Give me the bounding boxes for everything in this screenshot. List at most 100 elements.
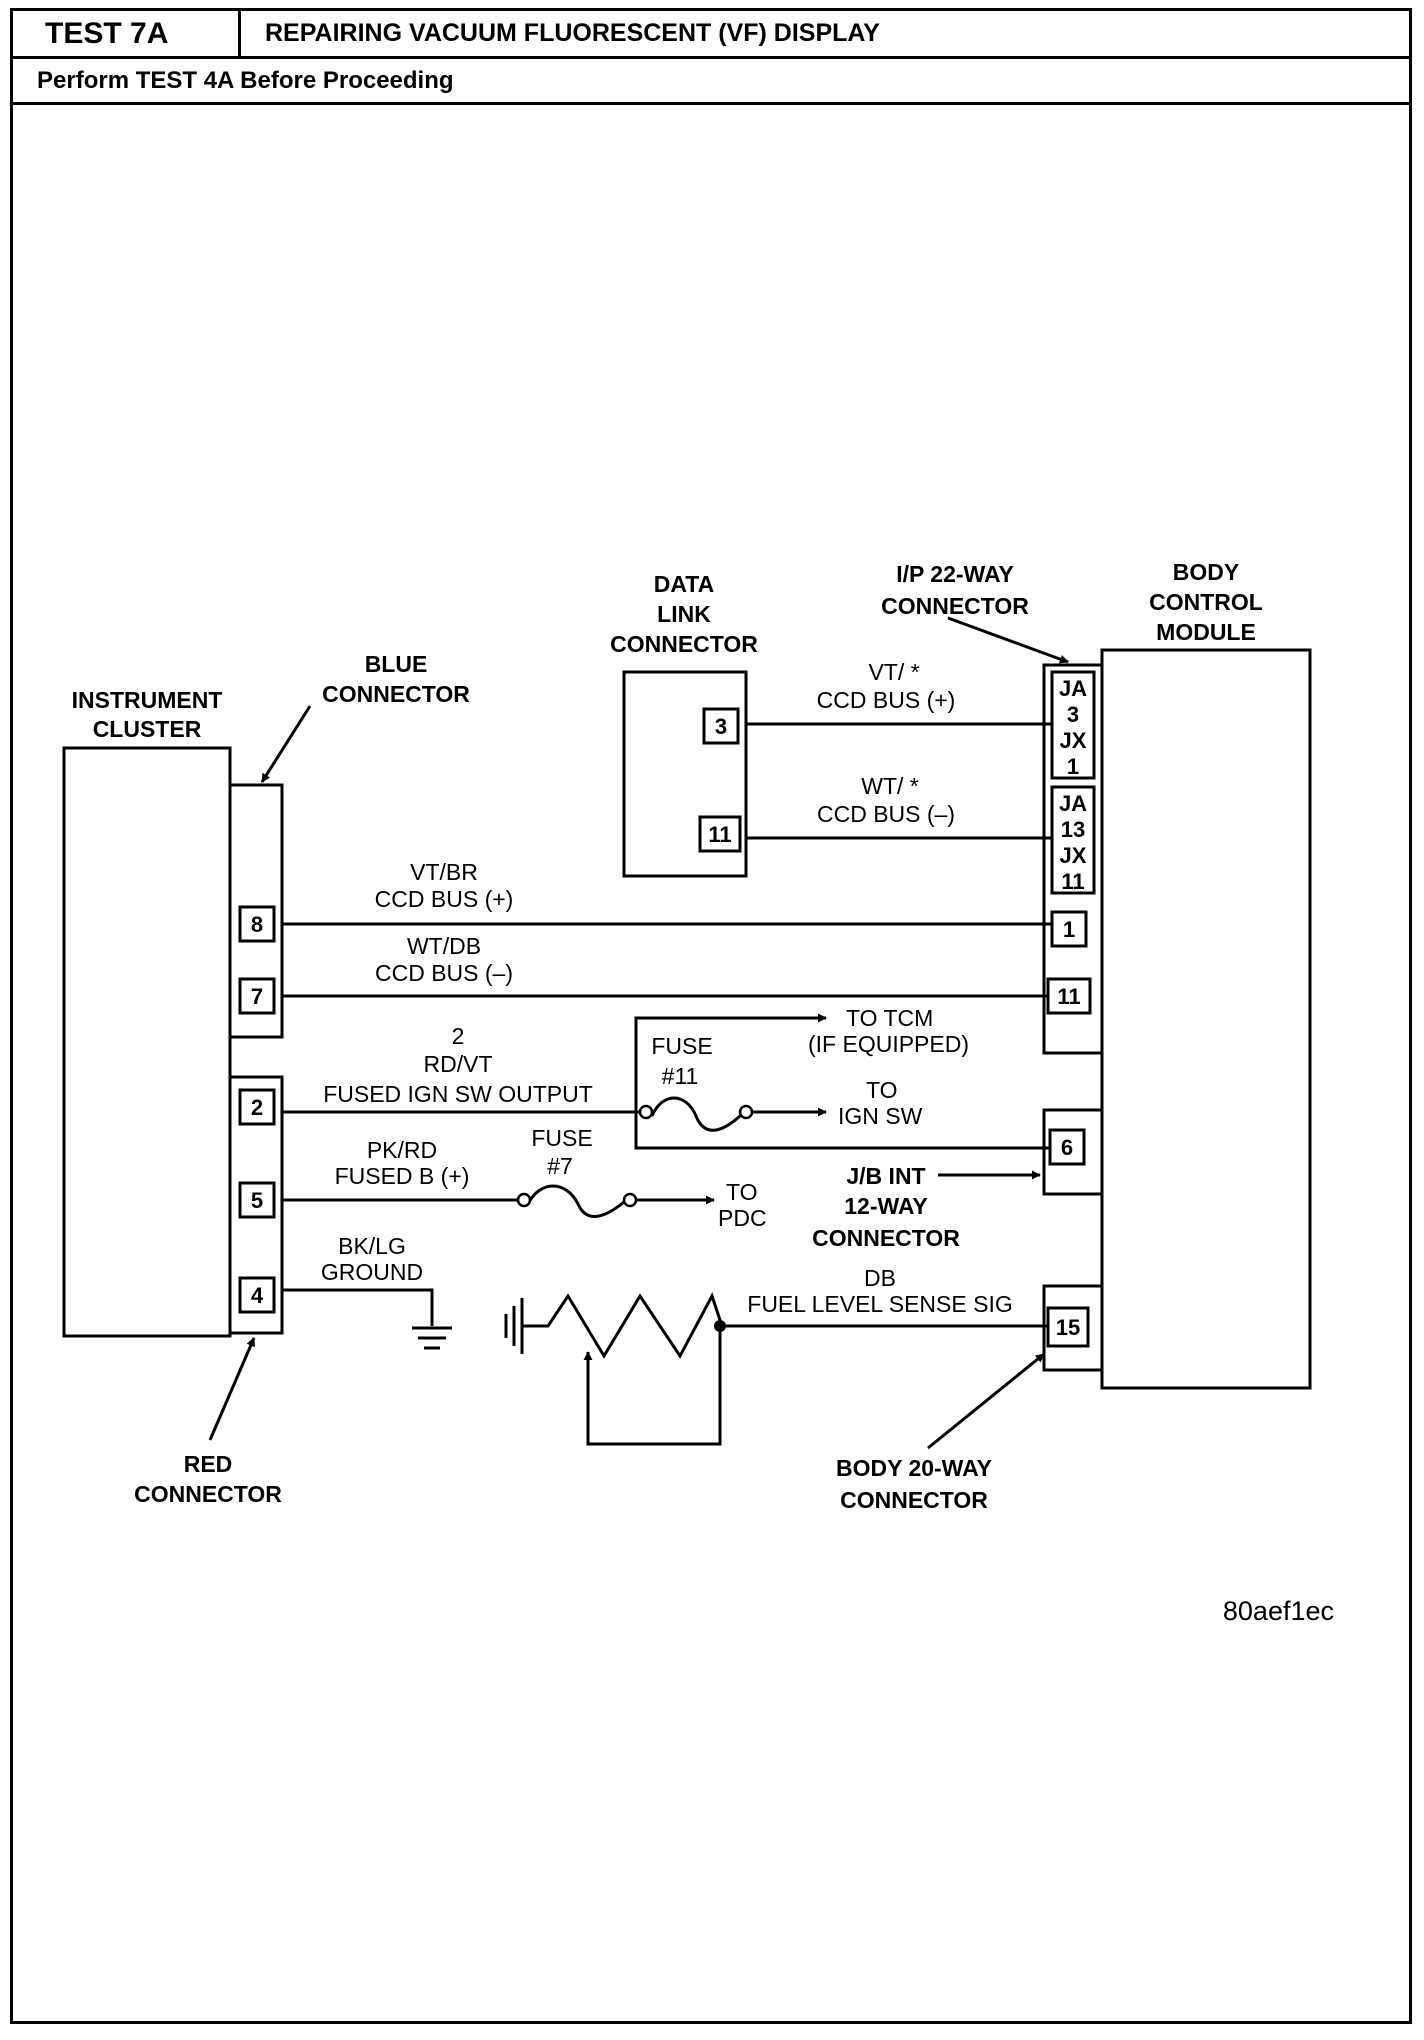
- red-connector-label-1: RED: [184, 1451, 233, 1477]
- ign-color: RD/VT: [424, 1051, 493, 1077]
- ip-lower-pin-line-3: JX: [1060, 843, 1087, 868]
- cluster-pin-4-box: [238, 1276, 276, 1314]
- cluster-pin-8-box: [238, 905, 276, 943]
- cluster-pin-2: 2: [251, 1095, 263, 1120]
- fuse-11-label-1: FUSE: [651, 1033, 712, 1059]
- dlc-pin-3: 3: [715, 714, 727, 739]
- ip-upper-pin-line-1: JA: [1059, 676, 1087, 701]
- fused-b-name: FUSED B (+): [335, 1163, 470, 1189]
- dlc-label-3: CONNECTOR: [610, 631, 758, 657]
- blue-connector-body: [228, 783, 284, 1039]
- ccd-plus-name: CCD BUS (+): [375, 886, 514, 912]
- body-control-module-box: [1100, 648, 1312, 1390]
- ccd-minus-color: WT/DB: [407, 933, 481, 959]
- jb-label-2: 12-WAY: [844, 1193, 928, 1219]
- body-20way-connector-body: [1042, 1284, 1104, 1372]
- bcm-pin-1-box: [1050, 910, 1088, 948]
- jb-connector-body: [1042, 1108, 1104, 1196]
- ip-connector-label-2: CONNECTOR: [881, 593, 1029, 619]
- cluster-pin-7: 7: [251, 984, 263, 1009]
- to-ign-label-1: TO: [866, 1077, 898, 1103]
- dlc-minus-color: WT/ *: [861, 773, 919, 799]
- fuse-7-terminal-right: [622, 1192, 638, 1208]
- bcm-pin-11: 11: [1057, 984, 1080, 1009]
- bcm-label-2: CONTROL: [1149, 589, 1263, 615]
- ip-upper-pin-line-2: 3: [1067, 702, 1079, 727]
- jb-label-1: J/B INT: [846, 1163, 925, 1189]
- test-subtitle: Perform TEST 4A Before Proceeding: [37, 67, 454, 94]
- fuse-11-label-2: #11: [662, 1063, 699, 1089]
- to-ign-label-2: IGN SW: [838, 1103, 923, 1129]
- body-20way-label-2: CONNECTOR: [840, 1487, 988, 1513]
- fuse-7-symbol: [526, 1184, 625, 1218]
- fuel-sensor-resistor: [522, 1292, 724, 1359]
- fuse-11-terminal-right: [738, 1104, 754, 1120]
- to-tcm-label-2: (IF EQUIPPED): [808, 1031, 969, 1057]
- body-20way-label-1: BODY 20-WAY: [836, 1455, 992, 1481]
- ip-upper-pin-line-4: 1: [1067, 754, 1079, 779]
- ccd-minus-name: CCD BUS (–): [375, 960, 513, 986]
- ign-name: FUSED IGN SW OUTPUT: [323, 1081, 593, 1107]
- ip-connector-label-1: I/P 22-WAY: [896, 561, 1014, 587]
- to-tcm-label-1: TO TCM: [846, 1005, 933, 1031]
- image-code: 80aef1ec: [1223, 1596, 1334, 1626]
- ip-connector-callout: [947, 616, 1069, 664]
- bcm-label-3: MODULE: [1156, 619, 1256, 645]
- dlc-plus-color: VT/ *: [868, 659, 919, 685]
- cluster-pin-4: 4: [251, 1283, 264, 1308]
- test-id: TEST 7A: [13, 11, 241, 56]
- fuse-7-terminal-left: [516, 1192, 532, 1208]
- ip-lower-pin-line-4: 11: [1061, 869, 1084, 894]
- ip-lower-pin-line-1: JA: [1059, 791, 1087, 816]
- fuse-7-label-1: FUSE: [531, 1125, 592, 1151]
- dlc-label-1: DATA: [654, 571, 714, 597]
- bcm-pin-6: 6: [1061, 1135, 1073, 1160]
- dlc-pin-11: 11: [708, 822, 731, 847]
- ground-name: GROUND: [321, 1259, 423, 1285]
- page-frame: TEST 7A REPAIRING VACUUM FLUORESCENT (VF…: [10, 8, 1412, 2024]
- cluster-pin-5: 5: [251, 1188, 263, 1213]
- wire-ground: [282, 1288, 434, 1326]
- fuse-7-label-2: #7: [547, 1153, 573, 1179]
- bcm-pin-15: 15: [1056, 1315, 1080, 1340]
- body-20way-callout: [927, 1352, 1045, 1450]
- dlc-plus-name: CCD BUS (+): [817, 687, 956, 713]
- dlc-pin-11-box: [698, 815, 742, 853]
- ip-pin-lower-box: [1050, 785, 1096, 895]
- fuel-sensor-wiper-loop: [586, 1326, 722, 1446]
- dlc-pin-3-box: [702, 707, 740, 745]
- instrument-cluster-label-2: CLUSTER: [93, 716, 202, 742]
- blue-connector-label-2: CONNECTOR: [322, 681, 470, 707]
- fuel-sensor-node: [714, 1320, 726, 1332]
- jb-label-3: CONNECTOR: [812, 1225, 960, 1251]
- dlc-minus-name: CCD BUS (–): [817, 801, 955, 827]
- ccd-plus-color: VT/BR: [410, 859, 478, 885]
- to-pdc-label-1: TO: [726, 1179, 758, 1205]
- instrument-cluster-label-1: INSTRUMENT: [72, 687, 223, 713]
- cluster-pin-2-box: [238, 1088, 276, 1126]
- fuel-name: FUEL LEVEL SENSE SIG: [747, 1291, 1012, 1317]
- ip-upper-pin-line-3: JX: [1060, 728, 1087, 753]
- test-title: REPAIRING VACUUM FLUORESCENT (VF) DISPLA…: [265, 19, 880, 47]
- cluster-pin-7-box: [238, 977, 276, 1015]
- ign-circuit: 2: [452, 1023, 465, 1049]
- to-pdc-label-2: PDC: [718, 1205, 767, 1231]
- ip-lower-pin-line-2: 13: [1061, 817, 1085, 842]
- subheader-row: Perform TEST 4A Before Proceeding: [13, 59, 1409, 105]
- header-row: TEST 7A REPAIRING VACUUM FLUORESCENT (VF…: [13, 11, 1409, 59]
- instrument-cluster-box: [62, 746, 232, 1338]
- dlc-label-2: LINK: [657, 601, 711, 627]
- blue-connector-callout: [260, 705, 312, 783]
- bcm-pin-1: 1: [1063, 917, 1075, 942]
- red-connector-label-2: CONNECTOR: [134, 1481, 282, 1507]
- fuse-11-terminal-left: [638, 1104, 654, 1120]
- ip-connector-body: [1042, 663, 1104, 1055]
- fused-b-color: PK/RD: [367, 1137, 437, 1163]
- red-connector-body: [228, 1075, 284, 1335]
- data-link-connector-box: [622, 670, 748, 878]
- wire-ign-to-tcm: [634, 1016, 820, 1112]
- fuse-11-symbol: [650, 1096, 742, 1132]
- wire-ign-to-jb: [634, 1112, 1050, 1150]
- fuel-color: DB: [864, 1265, 896, 1291]
